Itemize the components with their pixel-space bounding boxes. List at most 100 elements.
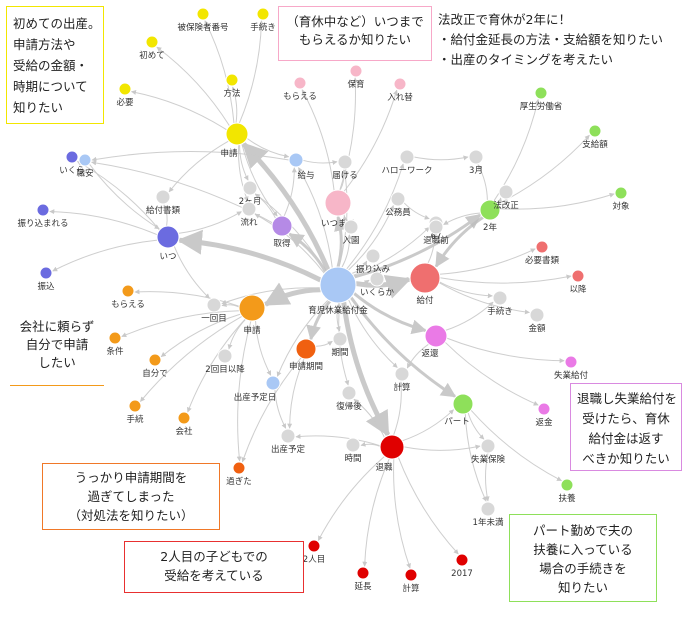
note-part-time-line: 知りたい [557, 580, 608, 595]
node-kikan: 申請期間 [289, 338, 323, 372]
node-label-r1: 2人目 [303, 555, 325, 565]
graph-edge-hub-g_u [348, 299, 398, 368]
node-label-g_o: 手続き [487, 306, 513, 317]
node-m1: 失業給付 [554, 355, 589, 381]
node-label-y1: 初めて [139, 50, 165, 61]
node-circle-shutoku [271, 215, 293, 237]
note-first-birth-line: 受給の金額・ [13, 58, 89, 73]
node-label-o5: 会社 [175, 426, 193, 437]
note-second-child: 2人目の子どもでの受給を考えている [124, 541, 304, 593]
node-circle-s1 [535, 240, 549, 254]
graph-edge-hub-kyuufu [355, 274, 412, 299]
node-circle-g_g [390, 191, 406, 207]
node-label-g_l: 2回目以降 [205, 364, 245, 375]
node-circle-g_f [399, 149, 415, 165]
graph-edge-itsu-b3 [52, 239, 158, 272]
node-g_o: 手続き [487, 290, 513, 317]
node-kyuka2: 2年 [479, 199, 501, 233]
graph-edge-itsumade-g_j [342, 214, 348, 221]
node-label-g_q: 復帰後 [336, 401, 362, 412]
note-missed-deadline-line: うっかり申請期間を [74, 470, 188, 485]
node-circle-g_s [480, 438, 496, 454]
node-g_f: ハローワーク [381, 149, 433, 176]
graph-edge-kyuka2-g_i [496, 197, 503, 203]
node-circle-taishoku [379, 434, 405, 460]
node-g_m: 期間 [331, 331, 349, 358]
note-childcare-duration-line: （育休中など）いつまで [286, 14, 424, 29]
node-label-y5: 方法 [223, 88, 240, 99]
node-label-kyuka2: 2年 [483, 222, 497, 233]
note-first-birth-line: 知りたい [13, 100, 64, 115]
node-label-g1: 厚生労働省 [520, 101, 563, 112]
graph-edge-g_g-g_h [403, 202, 430, 220]
node-label-g_b: 給付書類 [146, 205, 181, 216]
node-label-itsumade: いつまで [321, 219, 355, 229]
node-y5: 方法 [223, 73, 241, 99]
note-second-child-line: 受給を考えている [164, 568, 264, 583]
node-g_i: 法改正 [493, 184, 519, 211]
node-label-o1: もらえる [111, 300, 145, 310]
node-circle-p2 [349, 64, 363, 78]
node-circle-b3 [39, 266, 53, 280]
graph-edge-k1-itsu [88, 163, 160, 230]
node-circle-b2 [36, 203, 50, 217]
graph-edge-shinsei2-o2 [121, 310, 240, 338]
graph-edge-hub-paato [349, 296, 457, 398]
graph-edge-hub-g_x [355, 279, 370, 285]
graph-edge-hub-shinsei2 [263, 282, 321, 307]
node-itsumade: いつまで [321, 189, 355, 229]
node-circle-kyuufu [409, 262, 441, 294]
graph-edge-hub-g_k [221, 287, 321, 305]
node-circle-o3 [148, 353, 162, 367]
node-y3: 手続き [250, 7, 276, 33]
node-circle-paato [452, 393, 474, 415]
node-circle-g4 [560, 478, 574, 492]
graph-edge-paato-g_s [467, 412, 485, 440]
node-label-g_s: 失業保険 [471, 454, 506, 465]
note-self-apply-line: したい [38, 355, 76, 370]
graph-edge-shinsei2-q1 [236, 320, 252, 462]
node-label-hub: 育児休業給付金 [308, 305, 368, 316]
node-g_x: いくらか [360, 271, 394, 298]
graph-edge-shussanji-g_v [274, 389, 287, 429]
graph-edge-shinsei2-shussanji [255, 320, 272, 376]
node-label-o2: 条件 [106, 346, 124, 357]
node-taishoku: 退職 [375, 434, 405, 473]
node-label-r3: 2017 [451, 569, 473, 579]
node-circle-y4 [118, 82, 132, 96]
node-hub: 育児休業給付金 [308, 266, 368, 316]
node-circle-g_w [428, 219, 444, 235]
node-circle-r4 [404, 568, 418, 582]
node-label-y4: 必要 [116, 97, 134, 108]
note-unemployment-line: 退職し失業給付を [577, 391, 678, 406]
node-circle-s2 [571, 269, 585, 283]
node-circle-g_a [242, 180, 258, 196]
node-g_s: 失業保険 [471, 438, 506, 465]
graph-edge-hub-g_f [346, 163, 405, 270]
node-label-m1: 失業給付 [554, 370, 589, 381]
node-o5: 会社 [175, 411, 193, 437]
node-m2: 返金 [535, 402, 553, 428]
graph-edge-g_s-g_t [484, 452, 490, 502]
node-g_w: 退職前 [423, 219, 449, 246]
node-label-g_f: ハローワーク [381, 166, 432, 176]
node-circle-kyuka2 [479, 199, 501, 221]
node-circle-q1 [232, 461, 246, 475]
node-label-b3: 振込 [37, 281, 55, 292]
graph-edge-taishoku-g_v [295, 433, 381, 447]
graph-edge-shinsei-g_c [238, 144, 249, 202]
node-y2: 被保険者番号 [177, 7, 229, 33]
node-circle-g_q [341, 385, 357, 401]
node-g_g: 公務員 [385, 191, 411, 218]
node-label-kyuufu: 給付 [416, 295, 434, 306]
graph-edge-kikan-g_m [315, 340, 333, 347]
node-g_p: 振り込み [356, 248, 391, 275]
node-o4: 手続 [126, 399, 144, 425]
note-unemployment-line: 受けたら、育休 [582, 411, 670, 426]
node-circle-r2 [356, 566, 370, 580]
note-part-time-line: 場合の手続きを [539, 561, 627, 576]
graph-edge-kyuyo-g_d [302, 159, 338, 165]
node-circle-y1 [145, 35, 159, 49]
node-label-g_p: 振り込み [356, 264, 391, 275]
